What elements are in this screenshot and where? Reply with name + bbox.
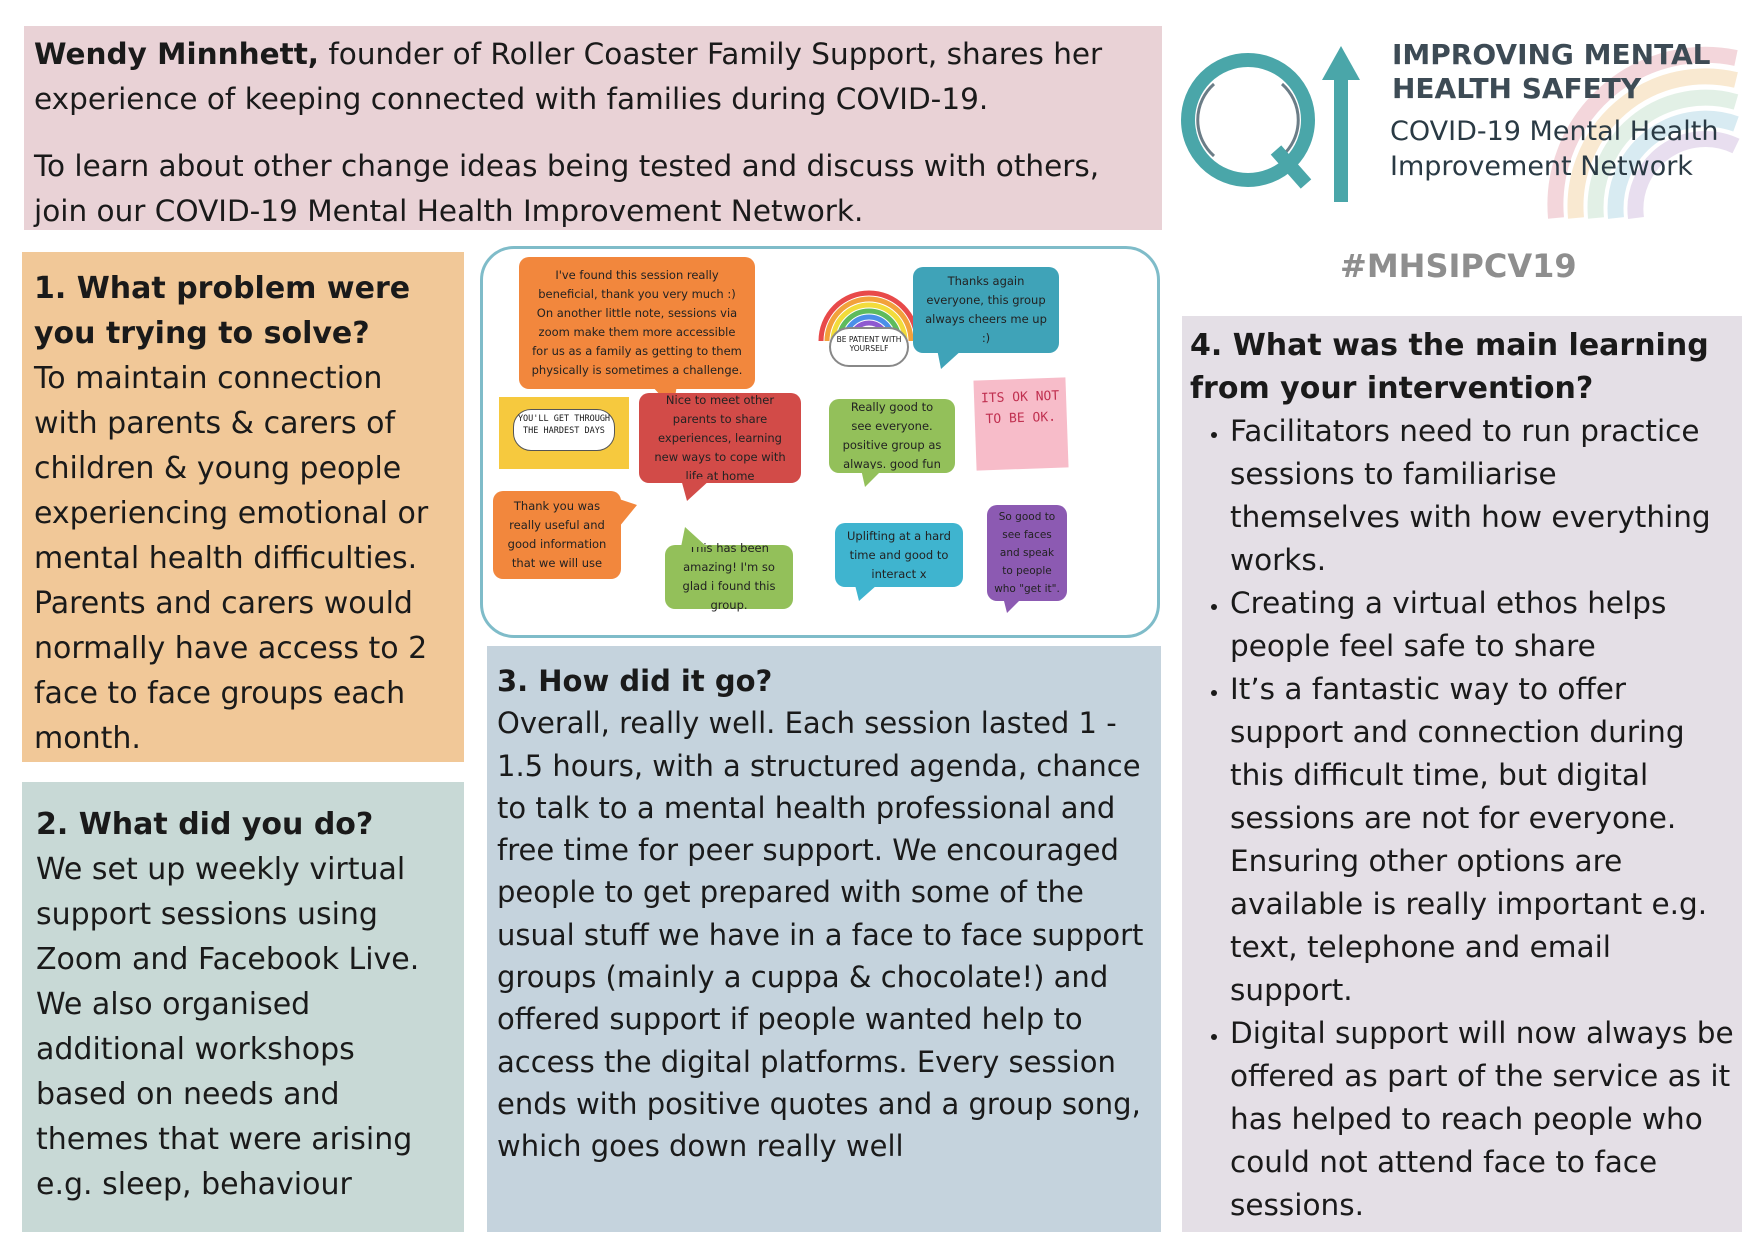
quote-bubble-really-good: Really good to see everyone. positive gr…: [829, 399, 955, 473]
intro-paragraph: Wendy Minnhett, founder of Roller Coaste…: [34, 32, 1152, 122]
qi-logo-icon: [1181, 46, 1360, 202]
what-did-you-do-text: 2. What did you do? We set up weekly vir…: [36, 802, 450, 1207]
learning-item: Creating a virtual ethos helps people fe…: [1230, 582, 1734, 668]
feedback-collage: I've found this session really beneficia…: [480, 246, 1160, 638]
section-problem: 1. What problem were you trying to solve…: [22, 252, 464, 762]
quote-bubble-so-good: So good to see faces and speak to people…: [987, 505, 1067, 601]
problem-title: 1. What problem were you trying to solve…: [34, 271, 411, 351]
quote-bubble-nice-to-meet: Nice to meet other parents to share expe…: [639, 393, 801, 483]
learning-item: Digital support will now always be offer…: [1230, 1012, 1734, 1227]
learning-item: Facilitators need to run practice sessio…: [1230, 410, 1734, 582]
intro-text: founder of Roller Coaster Family Support…: [34, 37, 1103, 116]
how-did-it-go-text: 3. How did it go? Overall, really well. …: [497, 660, 1151, 1168]
main-learning-title: 4. What was the main learning from your …: [1190, 328, 1709, 406]
logo-title-line-2: HEALTH SAFETY: [1392, 72, 1642, 105]
section-main-learning: 4. What was the main learning from your …: [1182, 316, 1742, 1232]
its-ok-card: ITS OK NOT TO BE OK.: [973, 377, 1069, 471]
rainbow-decoration-icon: [1547, 46, 1740, 220]
intro-banner: Wendy Minnhett, founder of Roller Coaste…: [24, 26, 1162, 230]
quote-bubble-thanks: Thanks again everyone, this group always…: [913, 267, 1059, 353]
quote-bubble-thank-useful: Thank you was really useful and good inf…: [493, 491, 621, 579]
what-did-you-do-title: 2. What did you do?: [36, 807, 374, 842]
section-what-did-you-do: 2. What did you do? We set up weekly vir…: [22, 782, 464, 1232]
hashtag: #MHSIPCV19: [1340, 247, 1577, 285]
quote-bubble-beneficial: I've found this session really beneficia…: [519, 257, 755, 389]
problem-text: 1. What problem were you trying to solve…: [34, 266, 452, 761]
get-through-card: YOU'LL GET THROUGH THE HARDEST DAYS: [499, 397, 629, 469]
quote-bubble-amazing: This has been amazing! I'm so glad i fou…: [665, 541, 793, 612]
get-through-text: YOU'LL GET THROUGH THE HARDEST DAYS: [513, 409, 615, 451]
quote-bubble-uplifting: Uplifting at a hard time and good to int…: [835, 523, 963, 587]
what-did-you-do-body: We set up weekly virtual support session…: [36, 852, 420, 1202]
section-how-did-it-go: 3. How did it go? Overall, really well. …: [487, 646, 1161, 1232]
logo-title: IMPROVING MENTAL HEALTH SAFETY: [1392, 38, 1722, 106]
be-patient-card: BE PATIENT WITH YOURSELF: [815, 275, 923, 371]
logo-subtitle: COVID-19 Mental Health Improvement Netwo…: [1390, 114, 1730, 184]
problem-body: To maintain connection with parents & ca…: [34, 361, 429, 756]
logo-subtitle-line-2: Improvement Network: [1390, 151, 1693, 182]
how-did-it-go-title: 3. How did it go?: [497, 664, 773, 698]
learning-list: Facilitators need to run practice sessio…: [1190, 410, 1734, 1227]
logo-title-line-1: IMPROVING MENTAL: [1392, 38, 1711, 71]
logo-area: IMPROVING MENTAL HEALTH SAFETY COVID-19 …: [1176, 18, 1741, 238]
network-paragraph: To learn about other change ideas being …: [34, 149, 1100, 228]
how-did-it-go-body: Overall, really well. Each session laste…: [497, 706, 1144, 1164]
learning-item: It’s a fantastic way to offer support an…: [1230, 668, 1734, 1012]
author-name: Wendy Minnhett,: [34, 37, 320, 71]
logo-subtitle-line-1: COVID-19 Mental Health: [1390, 116, 1719, 147]
be-patient-text: BE PATIENT WITH YOURSELF: [829, 327, 909, 367]
